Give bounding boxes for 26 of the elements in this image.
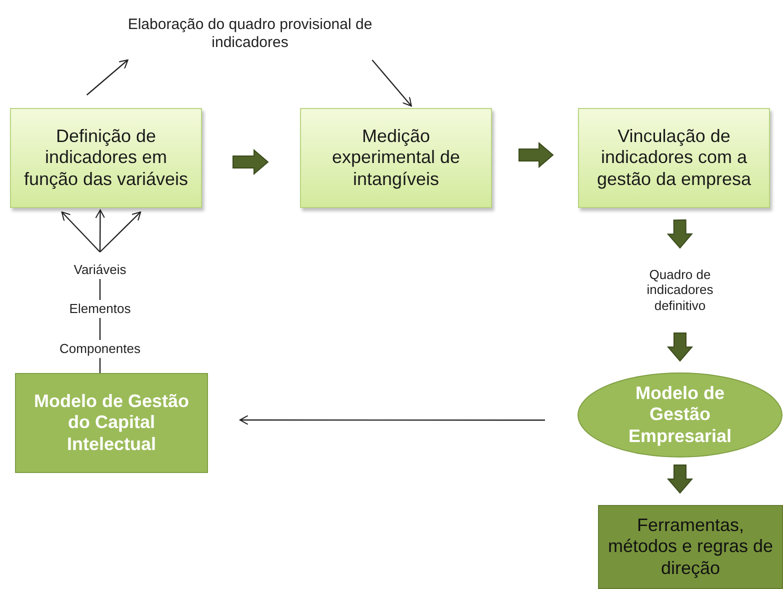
connector-line [99,318,101,340]
ellipse-label: Modelo de Gestão Empresarial [627,382,733,448]
output-text: Quadro de indicadores definitivo [646,266,714,314]
variable-label: Componentes [60,341,140,357]
block-arrow [232,148,269,176]
process-box: Definição de indicadores em função das variáveis [10,108,202,208]
result-box: Ferramentas, métodos e regras de direção [598,505,783,589]
variable-label: Variáveis [74,262,126,278]
block-arrow [666,219,693,249]
arrow [86,59,128,96]
block-arrow [518,142,554,168]
process-box: Vinculação de indicadores com a gestão da empresa [578,108,770,208]
model-ellipse [577,372,783,458]
arrow [372,60,412,107]
arrow [100,211,142,252]
arrow [95,209,106,252]
model-box: Modelo de Gestão do Capital Intelectual [15,373,208,473]
arrow [239,414,545,426]
connector-line [99,358,101,373]
arrow [61,211,100,252]
block-arrow [666,464,694,494]
process-box: Medição experimental de intangíveis [300,108,492,208]
block-arrow [666,332,694,362]
variable-label: Elementos [69,301,131,317]
connector-line [99,279,101,300]
annotation-text: Elaboração do quadro provisional de indicadores [126,16,374,52]
